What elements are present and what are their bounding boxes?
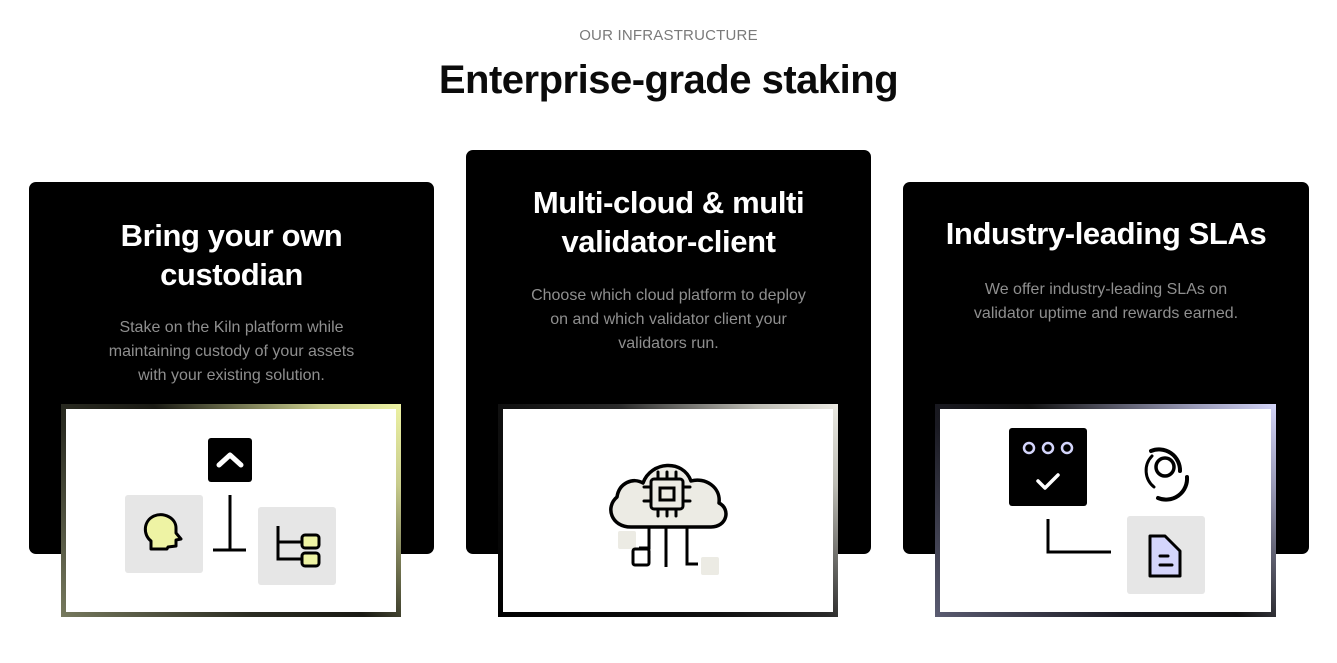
connector-line: [213, 495, 246, 552]
multicloud-illustration: [498, 404, 838, 617]
section-eyebrow: OUR INFRASTRUCTURE: [579, 27, 758, 44]
chip-icon: [642, 470, 692, 518]
card-title: Bring your own custodian: [120, 218, 343, 292]
server-check-icon: [1009, 428, 1087, 506]
card-description: Choose which cloud platform to deploy on…: [531, 287, 806, 352]
card-description: We offer industry-leading SLAs on valida…: [973, 281, 1239, 322]
card-title: Multi-cloud & multi validator-client: [532, 185, 805, 259]
card-description: Stake on the Kiln platform while maintai…: [108, 319, 355, 384]
slas-illustration: [935, 404, 1276, 617]
head-profile-icon: [125, 495, 203, 573]
connector-line: [1046, 519, 1111, 554]
custodian-illustration: [61, 404, 401, 617]
cloud-icon: [609, 463, 728, 529]
circuit-lines: [631, 526, 698, 567]
document-icon: [1127, 516, 1205, 594]
chevron-up-icon: [208, 438, 252, 482]
tree-structure-icon: [258, 507, 336, 585]
section-heading: Enterprise-grade staking: [438, 58, 899, 102]
sync-icon: [1144, 447, 1190, 502]
card-title: Industry-leading SLAs: [945, 216, 1267, 251]
